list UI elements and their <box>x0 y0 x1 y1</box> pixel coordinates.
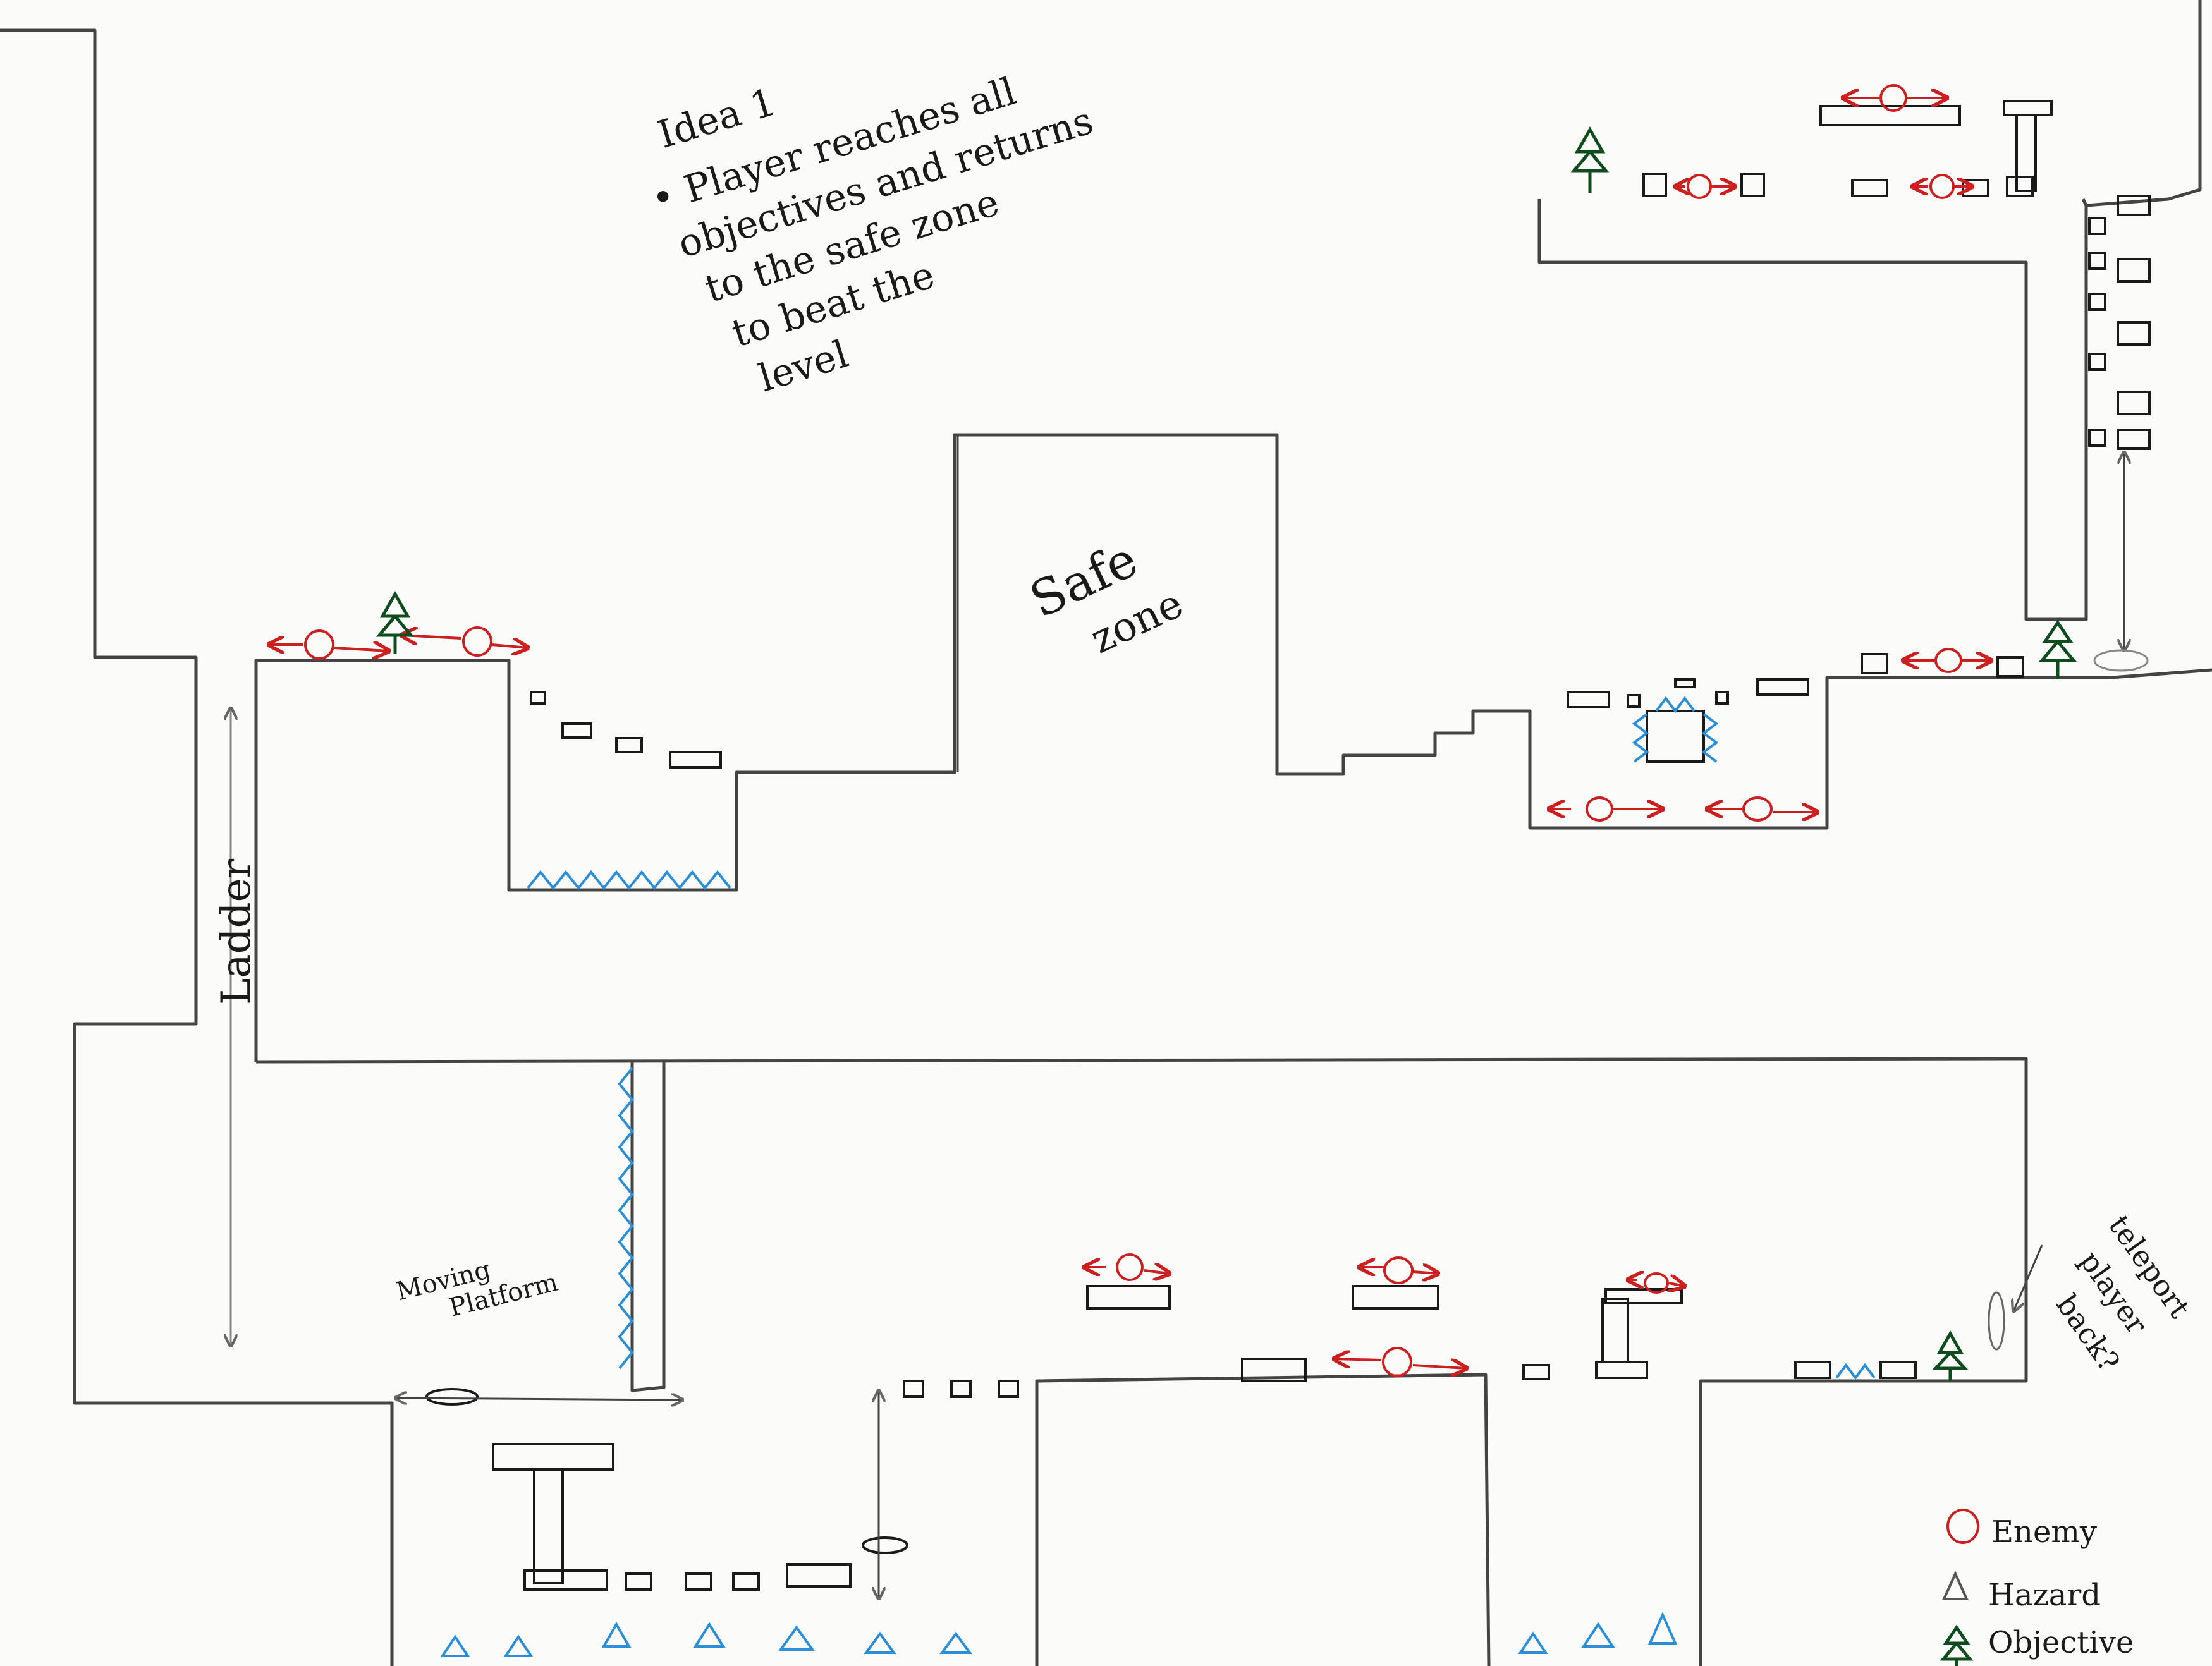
enemy-icon <box>1946 1509 1979 1544</box>
teleport-portal <box>2093 649 2149 672</box>
ladder-label: Ladder <box>213 859 260 1005</box>
objective-icon <box>1940 1624 1974 1666</box>
legend-enemy: Enemy <box>1991 1514 2097 1550</box>
hazard-icon <box>1941 1571 1969 1600</box>
objectives <box>376 126 2077 1381</box>
teleport-pad <box>1988 1291 2005 1351</box>
legend: Enemy Hazard Objective <box>1940 1509 2134 1666</box>
enemies <box>269 84 1991 1376</box>
legend-hazard: Hazard <box>1988 1578 2101 1613</box>
legend-objective: Objective <box>1988 1625 2134 1660</box>
moving-platform-label: Moving Platform <box>393 1255 561 1323</box>
teleport-label: teleport player back? <box>2050 1209 2197 1378</box>
platforms <box>425 100 2151 1591</box>
hazard-spikes <box>527 696 1876 1380</box>
safe-zone-label: Safe zone <box>1022 531 1190 663</box>
hazard-triangles <box>440 1612 1678 1657</box>
idea-note: Idea 1 • Player reaches all objectives a… <box>646 70 1098 401</box>
